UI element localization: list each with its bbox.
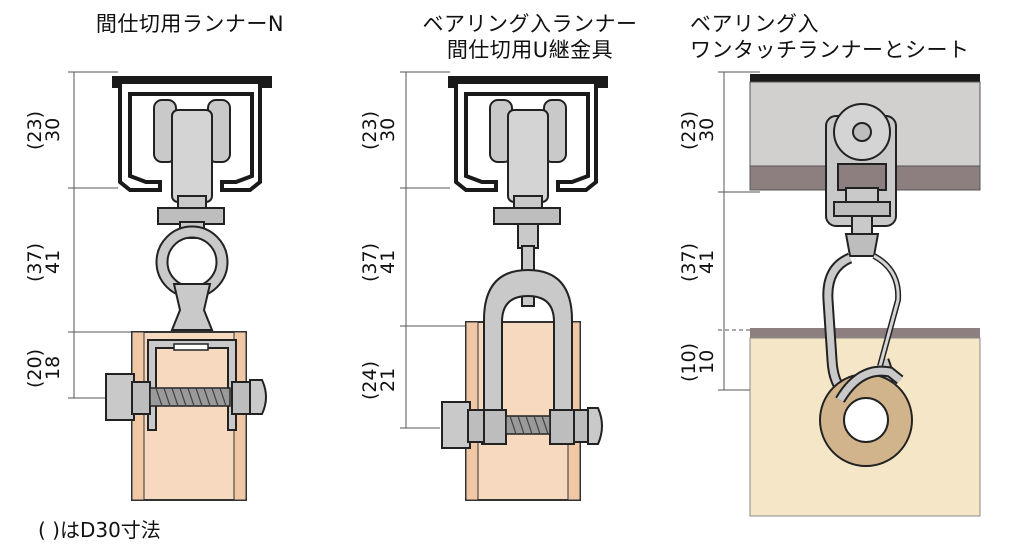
right-sheet-band (750, 328, 980, 338)
left-rail (112, 76, 272, 192)
left-assembly (68, 71, 272, 501)
middle-assembly (400, 71, 608, 501)
middle-rail (448, 76, 608, 192)
middle-title-line1: ベアリング入ランナー (422, 12, 638, 36)
left-title: 間仕切用ランナーN (95, 12, 285, 36)
right-title-line2: ワンタッチランナーとシート (690, 38, 970, 62)
left-bolt-head (105, 373, 135, 421)
middle-title-line2: 間仕切用U継金具 (446, 38, 614, 62)
left-dimension-lines (68, 71, 140, 399)
right-assembly (718, 71, 981, 517)
right-title-line1: ベアリング入 (690, 12, 819, 36)
right-ceiling-top (750, 74, 980, 82)
middle-u-shackle (483, 268, 573, 413)
middle-bolt-head (441, 401, 471, 449)
footnote: ( )はD30寸法 (38, 518, 161, 542)
left-bracket (147, 339, 237, 431)
